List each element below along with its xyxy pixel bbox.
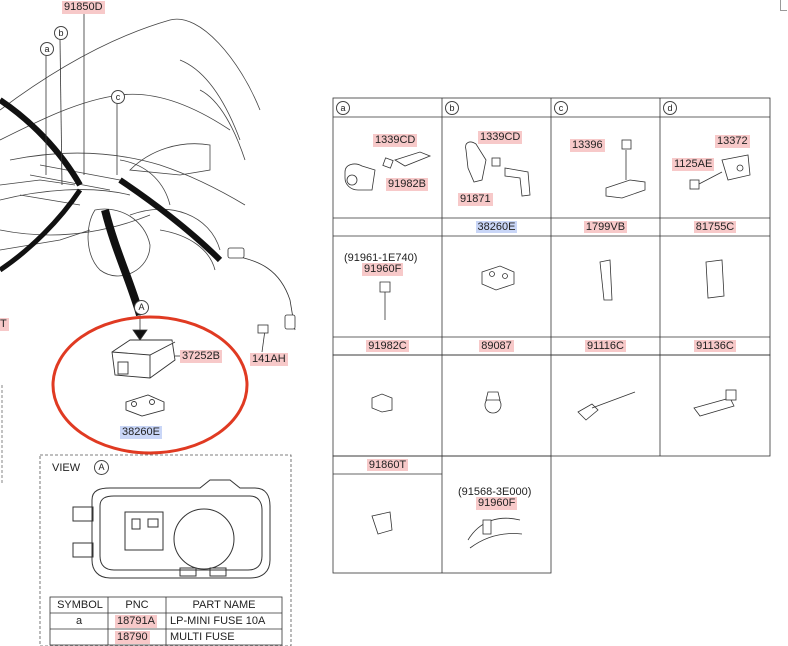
callout-b: b bbox=[54, 26, 68, 40]
row2-label-c: 91116C bbox=[585, 340, 626, 352]
view-table-grid bbox=[49, 596, 283, 646]
grid-header-c: c bbox=[554, 101, 568, 115]
detail-d-part-1: 13372 bbox=[715, 135, 750, 148]
row2-label-b: 89087 bbox=[479, 340, 514, 352]
view-row-2-pnc: 18790 bbox=[115, 631, 150, 644]
row2-top-pnc: 91960F bbox=[362, 263, 404, 276]
view-row-1-symbol: a bbox=[75, 615, 83, 627]
callout-c: c bbox=[111, 90, 125, 104]
row1-label-d: 81755C bbox=[693, 221, 737, 233]
label-ground: 141AH bbox=[250, 353, 288, 366]
grid-header-b: b bbox=[445, 101, 459, 115]
grid-header-a: a bbox=[336, 101, 350, 115]
detail-a-part-2: 91982B bbox=[386, 178, 428, 191]
edge-mark bbox=[780, 0, 787, 11]
label-bracket: 38260E bbox=[120, 426, 162, 439]
parts-grid-lines bbox=[332, 97, 771, 574]
label-top-harness: 91850D bbox=[62, 1, 105, 14]
detail-b-part-1: 1339CD bbox=[478, 131, 523, 144]
row1-label-c: 1799VB bbox=[583, 221, 628, 233]
view-marker: A bbox=[94, 460, 109, 475]
detail-d-part-2: 1125AE bbox=[672, 158, 715, 171]
callout-A: A bbox=[134, 300, 149, 315]
view-table-header-pnc: PNC bbox=[125, 599, 149, 611]
view-row-1-pnc: 18791A bbox=[115, 615, 157, 628]
callout-ellipse bbox=[51, 315, 249, 455]
grid-header-d: d bbox=[663, 101, 677, 115]
view-table-header-name: PART NAME bbox=[192, 599, 256, 611]
view-title: VIEW bbox=[52, 462, 81, 474]
detail-a-part-1: 1339CD bbox=[373, 134, 418, 147]
bracket-drawing bbox=[125, 394, 165, 417]
detail-c-part-1: 13396 bbox=[570, 139, 605, 152]
row2-alt-part: (91961-1E740) bbox=[344, 252, 418, 264]
view-row-2-name: MULTI FUSE bbox=[170, 631, 235, 643]
detail-b-part-2: 91871 bbox=[458, 193, 493, 206]
row1-label-b: 38260E bbox=[475, 221, 518, 233]
parts-illustrations bbox=[344, 139, 751, 549]
callout-a: a bbox=[40, 42, 54, 56]
car-illustration bbox=[0, 18, 261, 277]
row4-b-alt-part: (91568-3E000) bbox=[458, 486, 532, 498]
view-table-header-symbol: SYMBOL bbox=[57, 599, 103, 611]
row2-label-a: 91982C bbox=[366, 340, 409, 352]
row2-label-d: 91136C bbox=[694, 340, 736, 352]
label-junction-box: 37252B bbox=[180, 350, 222, 363]
row4-b-pnc: 91960F bbox=[476, 497, 518, 510]
row1-label-a bbox=[333, 221, 442, 234]
junction-box-drawing bbox=[111, 339, 176, 379]
row4-label-a: 91860T bbox=[366, 459, 409, 471]
view-row-1-name: LP-MINI FUSE 10A bbox=[170, 615, 266, 627]
label-left-partial: T bbox=[0, 318, 9, 331]
fuse-box-drawing bbox=[72, 479, 271, 579]
